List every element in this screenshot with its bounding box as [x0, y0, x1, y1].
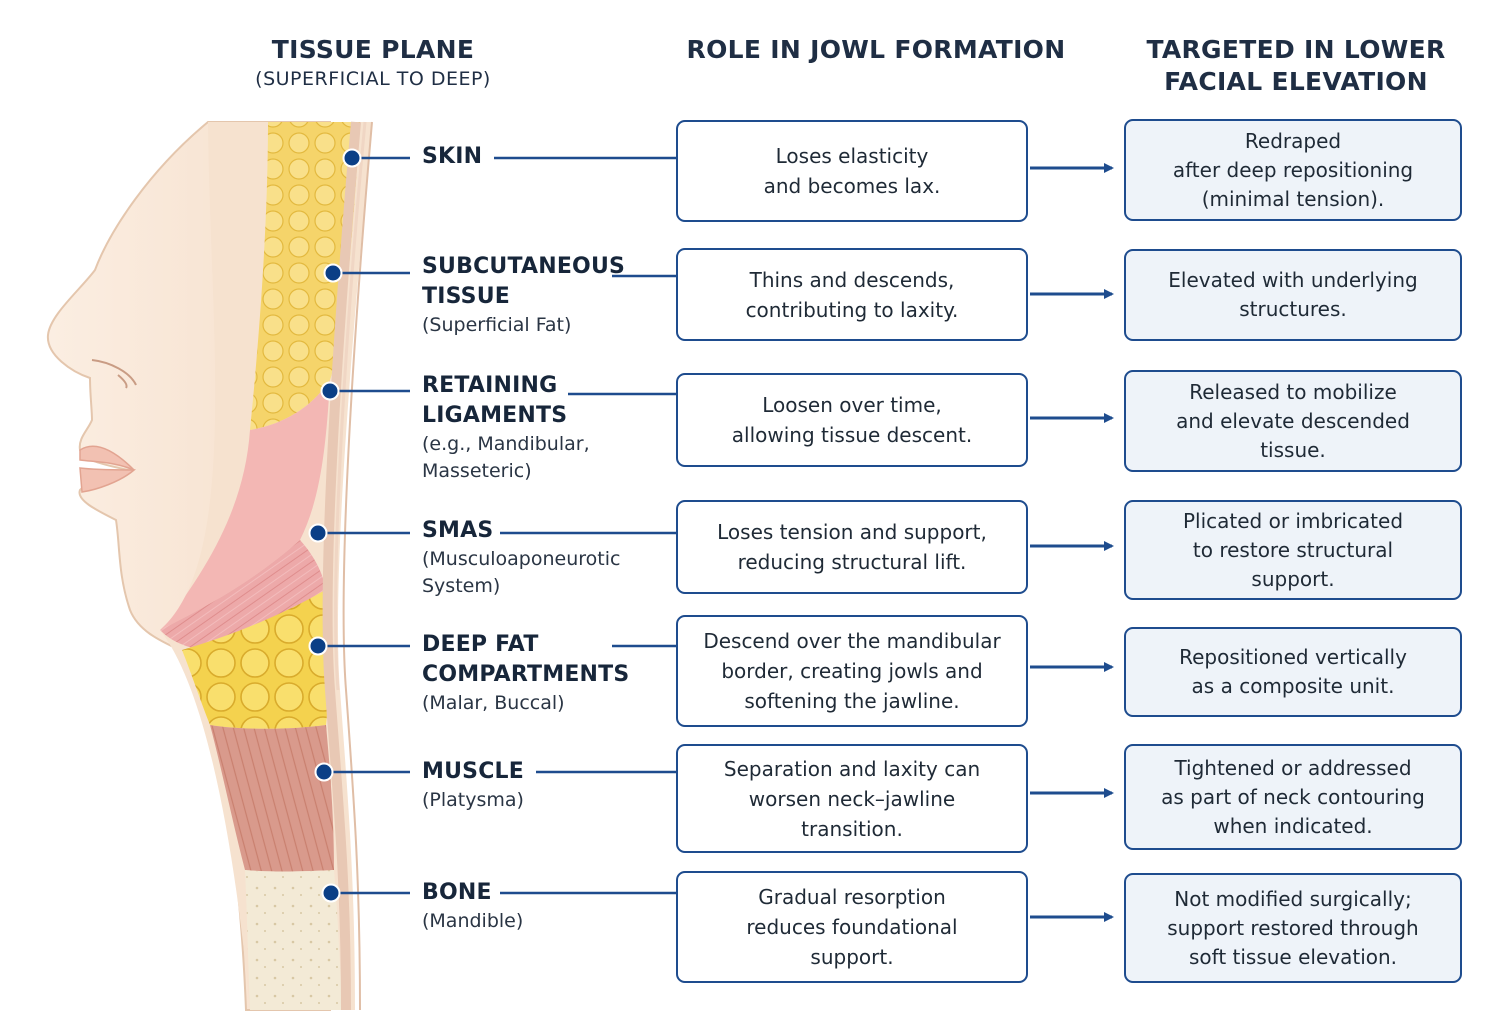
retaining-ligament-layer [160, 380, 330, 630]
row-name: BONE [422, 880, 492, 905]
row-skin: SKIN [422, 142, 482, 172]
role-header: ROLE IN JOWL FORMATION [686, 35, 1066, 64]
row-deep-fat: DEEP FAT COMPARTMENTS (Malar, Buccal) [422, 630, 629, 717]
target-box-ligaments: Released to mobilize and elevate descend… [1124, 370, 1462, 472]
role-box-ligaments: Loosen over time, allowing tissue descen… [676, 373, 1028, 467]
row-desc: (Musculoaponeurotic System) [422, 548, 621, 597]
role-box-subcutaneous: Thins and descends, contributing to laxi… [676, 248, 1028, 341]
row-name: DEEP FAT COMPARTMENTS [422, 632, 630, 687]
role-box-muscle: Separation and laxity can worsen neck–ja… [676, 744, 1028, 853]
bone-layer [245, 870, 342, 1010]
row-name: RETAINING LIGAMENTS [422, 373, 568, 428]
target-box-deep-fat: Repositioned vertically as a composite u… [1124, 627, 1462, 717]
role-box-deep-fat: Descend over the mandibular border, crea… [676, 615, 1028, 727]
role-box-bone: Gradual resorption reduces foundational … [676, 871, 1028, 983]
row-ligaments: RETAINING LIGAMENTS (e.g., Mandibular, M… [422, 371, 590, 485]
subcutaneous-fat-layer [250, 122, 360, 430]
target-box-bone: Not modified surgically; support restore… [1124, 873, 1462, 983]
role-box-smas: Loses tension and support, reducing stru… [676, 500, 1028, 594]
tissue-plane-title: TISSUE PLANE [271, 35, 475, 64]
role-box-skin: Loses elasticity and becomes lax. [676, 120, 1028, 222]
row-muscle: MUSCLE (Platysma) [422, 757, 524, 814]
row-desc: (Mandible) [422, 910, 524, 932]
row-desc: (Platysma) [422, 789, 524, 811]
deep-fat-layer [182, 590, 330, 729]
muscle-layer [210, 725, 334, 872]
row-name: MUSCLE [422, 759, 524, 784]
row-name: SKIN [422, 144, 483, 169]
target-box-subcutaneous: Elevated with underlying structures. [1124, 249, 1462, 341]
row-bone: BONE (Mandible) [422, 878, 523, 935]
tissue-plane-header: TISSUE PLANE (SUPERFICIAL TO DEEP) [200, 34, 546, 92]
row-desc: (Malar, Buccal) [422, 692, 565, 714]
target-box-smas: Plicated or imbricated to restore struct… [1124, 500, 1462, 600]
row-name: SUBCUTANEOUS TISSUE [422, 254, 626, 309]
target-box-muscle: Tightened or addressed as part of neck c… [1124, 744, 1462, 850]
row-subcutaneous: SUBCUTANEOUS TISSUE (Superficial Fat) [422, 252, 625, 339]
row-smas: SMAS (Musculoaponeurotic System) [422, 516, 620, 600]
smas-layer [160, 540, 325, 650]
target-header: TARGETED IN LOWER FACIAL ELEVATION [1146, 35, 1446, 96]
target-box-skin: Redraped after deep repositioning (minim… [1124, 119, 1462, 221]
row-desc: (Superficial Fat) [422, 314, 572, 336]
face-cross-section-illustration [46, 121, 373, 1011]
row-desc: (e.g., Mandibular, Masseteric) [422, 433, 590, 482]
row-name: SMAS [422, 518, 494, 543]
tissue-plane-subtitle: (SUPERFICIAL TO DEEP) [255, 68, 491, 90]
